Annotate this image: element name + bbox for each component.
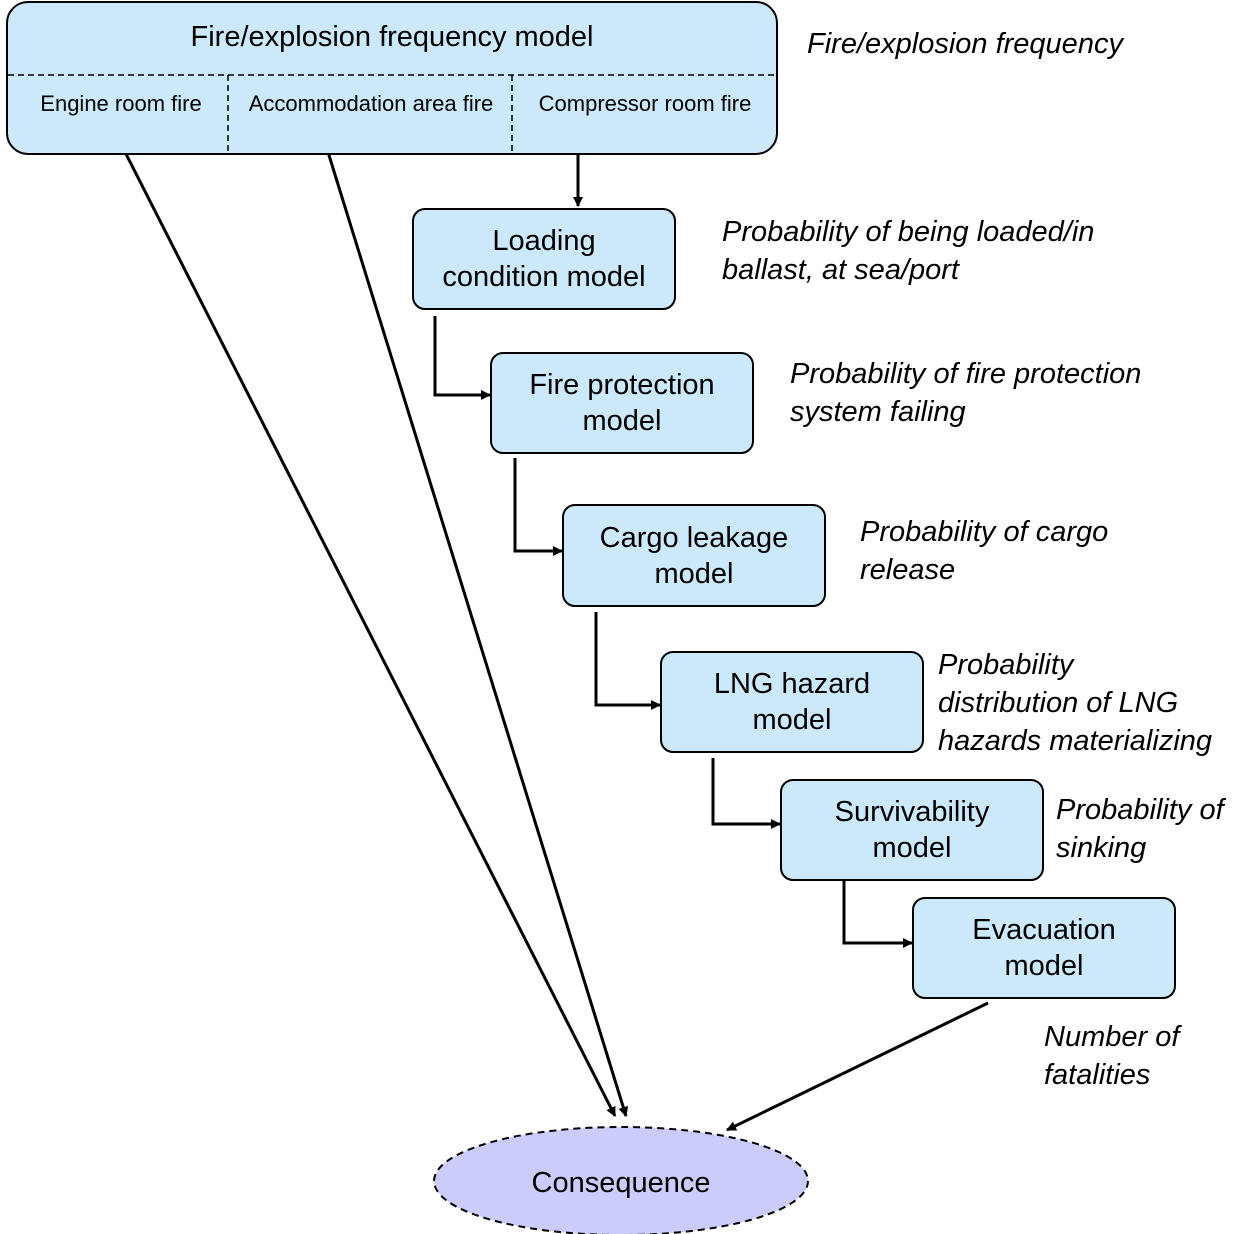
model-label-line: model bbox=[752, 704, 832, 736]
description-line: hazards materializing bbox=[938, 725, 1213, 757]
model-label-line: Evacuation bbox=[972, 914, 1116, 946]
cargo-leakage-description: Probability of cargo release bbox=[860, 513, 1108, 589]
model-label-line: model bbox=[582, 405, 662, 437]
model-label-line: LNG hazard bbox=[713, 668, 871, 700]
arrow-lng-hazard-to-survivability bbox=[711, 758, 781, 829]
description-line: Number of bbox=[1044, 1021, 1180, 1053]
subcategory-engine-room-fire: Engine room fire bbox=[40, 91, 202, 116]
lng-hazard-description: Probability distribution of LNG hazards … bbox=[938, 646, 1212, 760]
description-line: release bbox=[860, 554, 956, 586]
lng-hazard-model[interactable]: LNG hazard model bbox=[660, 651, 924, 753]
model-label-line: Cargo leakage bbox=[599, 521, 789, 554]
arrow-cargo-leakage-to-lng-hazard bbox=[594, 612, 661, 710]
model-label-line: condition model bbox=[442, 261, 646, 293]
evacuation-model[interactable]: Evacuation model bbox=[912, 897, 1176, 999]
consequence-label: Consequence bbox=[531, 1167, 711, 1199]
top-model-description: Fire/explosion frequency bbox=[807, 28, 1123, 60]
fire-protection-description: Probability of fire protection system fa… bbox=[790, 355, 1141, 431]
loading-condition-model[interactable]: Loading condition model bbox=[412, 208, 676, 310]
subcategory-compressor-room-fire: Compressor room fire bbox=[538, 91, 752, 116]
arrow-loading-to-fire-protection bbox=[433, 316, 491, 400]
arrow-survivability-to-evacuation bbox=[842, 880, 913, 948]
top-model-dividers bbox=[8, 74, 776, 153]
arrow-engine-room-to-consequence bbox=[123, 151, 617, 1117]
fire-explosion-frequency-model[interactable]: Fire/explosion frequency model Engine ro… bbox=[6, 1, 778, 155]
consequence-ellipse[interactable] bbox=[433, 1126, 809, 1234]
arrow-evacuation-to-consequence bbox=[726, 1001, 989, 1132]
description-line: Probability of bbox=[1056, 794, 1224, 826]
description-line: Probability of cargo bbox=[860, 516, 1109, 548]
cargo-leakage-model[interactable]: Cargo leakage model bbox=[562, 504, 826, 607]
model-label-line: model bbox=[872, 832, 952, 864]
arrow-fire-protection-to-cargo-leakage bbox=[513, 458, 563, 556]
description-line: ballast, at sea/port bbox=[722, 254, 959, 286]
subcategory-accommodation-area-fire: Accommodation area fire bbox=[248, 91, 494, 116]
model-label-line: model bbox=[1004, 950, 1084, 982]
arrow-accommodation-to-consequence bbox=[326, 151, 629, 1117]
model-label-line: Survivability bbox=[834, 796, 990, 828]
survivability-description: Probability of sinking bbox=[1056, 791, 1224, 867]
fire-protection-model[interactable]: Fire protection model bbox=[490, 352, 754, 454]
top-model-title: Fire/explosion frequency model bbox=[190, 21, 594, 53]
description-line: distribution of LNG bbox=[938, 687, 1179, 719]
loading-condition-description: Probability of being loaded/in ballast, … bbox=[722, 213, 1094, 289]
description-line: sinking bbox=[1056, 832, 1147, 864]
model-label-line: Fire protection bbox=[529, 369, 715, 401]
description-line: system failing bbox=[790, 396, 966, 428]
survivability-model[interactable]: Survivability model bbox=[780, 779, 1044, 881]
model-label-line: Loading bbox=[492, 225, 596, 257]
description-line: Probability of being loaded/in bbox=[722, 216, 1095, 248]
description-line: Probability of fire protection bbox=[790, 358, 1142, 390]
evacuation-description: Number of fatalities bbox=[1044, 1018, 1179, 1094]
description-line: fatalities bbox=[1044, 1059, 1151, 1091]
description-line: Probability bbox=[938, 649, 1074, 681]
model-label-line: model bbox=[654, 557, 734, 590]
